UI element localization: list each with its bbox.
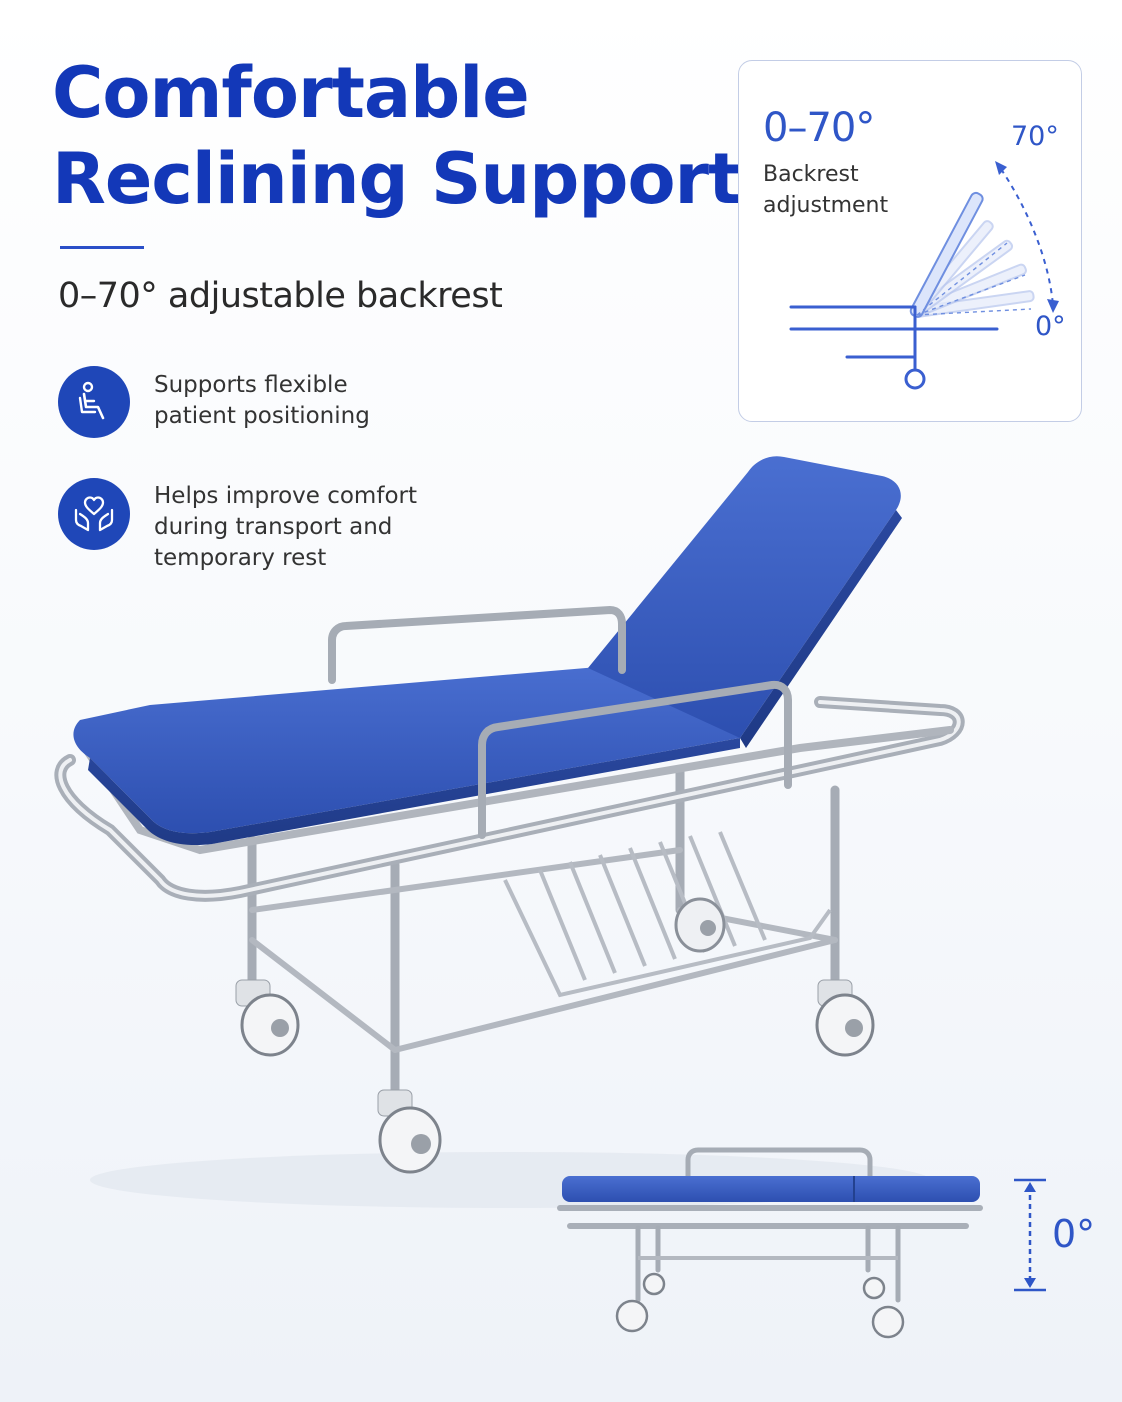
height-marker-icon (1014, 1178, 1046, 1292)
angle-min-label: 0° (1035, 311, 1066, 342)
mattress-flat (562, 1176, 980, 1202)
feature-text-line: temporary rest (154, 545, 327, 571)
angle-description: Backrest adjustment (763, 159, 923, 221)
headline-line-1: Comfortable (52, 52, 530, 134)
angle-range: 0–70° (763, 105, 875, 151)
storage-basket (503, 831, 832, 998)
angle-description-line: Backrest (763, 162, 859, 187)
side-rails (328, 605, 792, 839)
stretcher-flat-illustration (557, 1147, 983, 1339)
feature-text-line: Helps improve comfort (154, 483, 417, 509)
seated-person-icon (78, 381, 105, 420)
angle-arc (1000, 168, 1054, 306)
mattress (73, 660, 740, 846)
backrest-angle-card: 0–70° Backrest adjustment 70° 0° (738, 60, 1082, 422)
feature-item-positioning: Supports flexible patient positioning (58, 366, 454, 438)
angle-max-label: 70° (1011, 121, 1059, 152)
heart-hands-icon (74, 496, 114, 532)
feature-text-line: Supports flexible (154, 372, 348, 398)
caster-wheels (235, 897, 875, 1174)
accent-divider (60, 246, 144, 249)
feature-text: Supports flexible patient positioning (154, 370, 454, 432)
subtitle: 0–70° adjustable backrest (58, 276, 503, 316)
headline: Comfortable Reclining Support (52, 50, 742, 222)
headline-line-2: Reclining Support (52, 138, 742, 220)
feature-text-line: during transport and (154, 514, 393, 540)
feature-item-comfort: Helps improve comfort during transport a… (58, 478, 454, 574)
feature-badge (58, 366, 130, 438)
flat-angle-label: 0° (1052, 1212, 1096, 1256)
feature-text: Helps improve comfort during transport a… (154, 481, 454, 574)
feature-badge (58, 478, 130, 550)
backrest-angle-diagram (789, 161, 1059, 390)
stretcher-reclined-illustration (54, 456, 965, 1208)
feature-text-line: patient positioning (154, 403, 370, 429)
angle-description-line: adjustment (763, 193, 889, 218)
